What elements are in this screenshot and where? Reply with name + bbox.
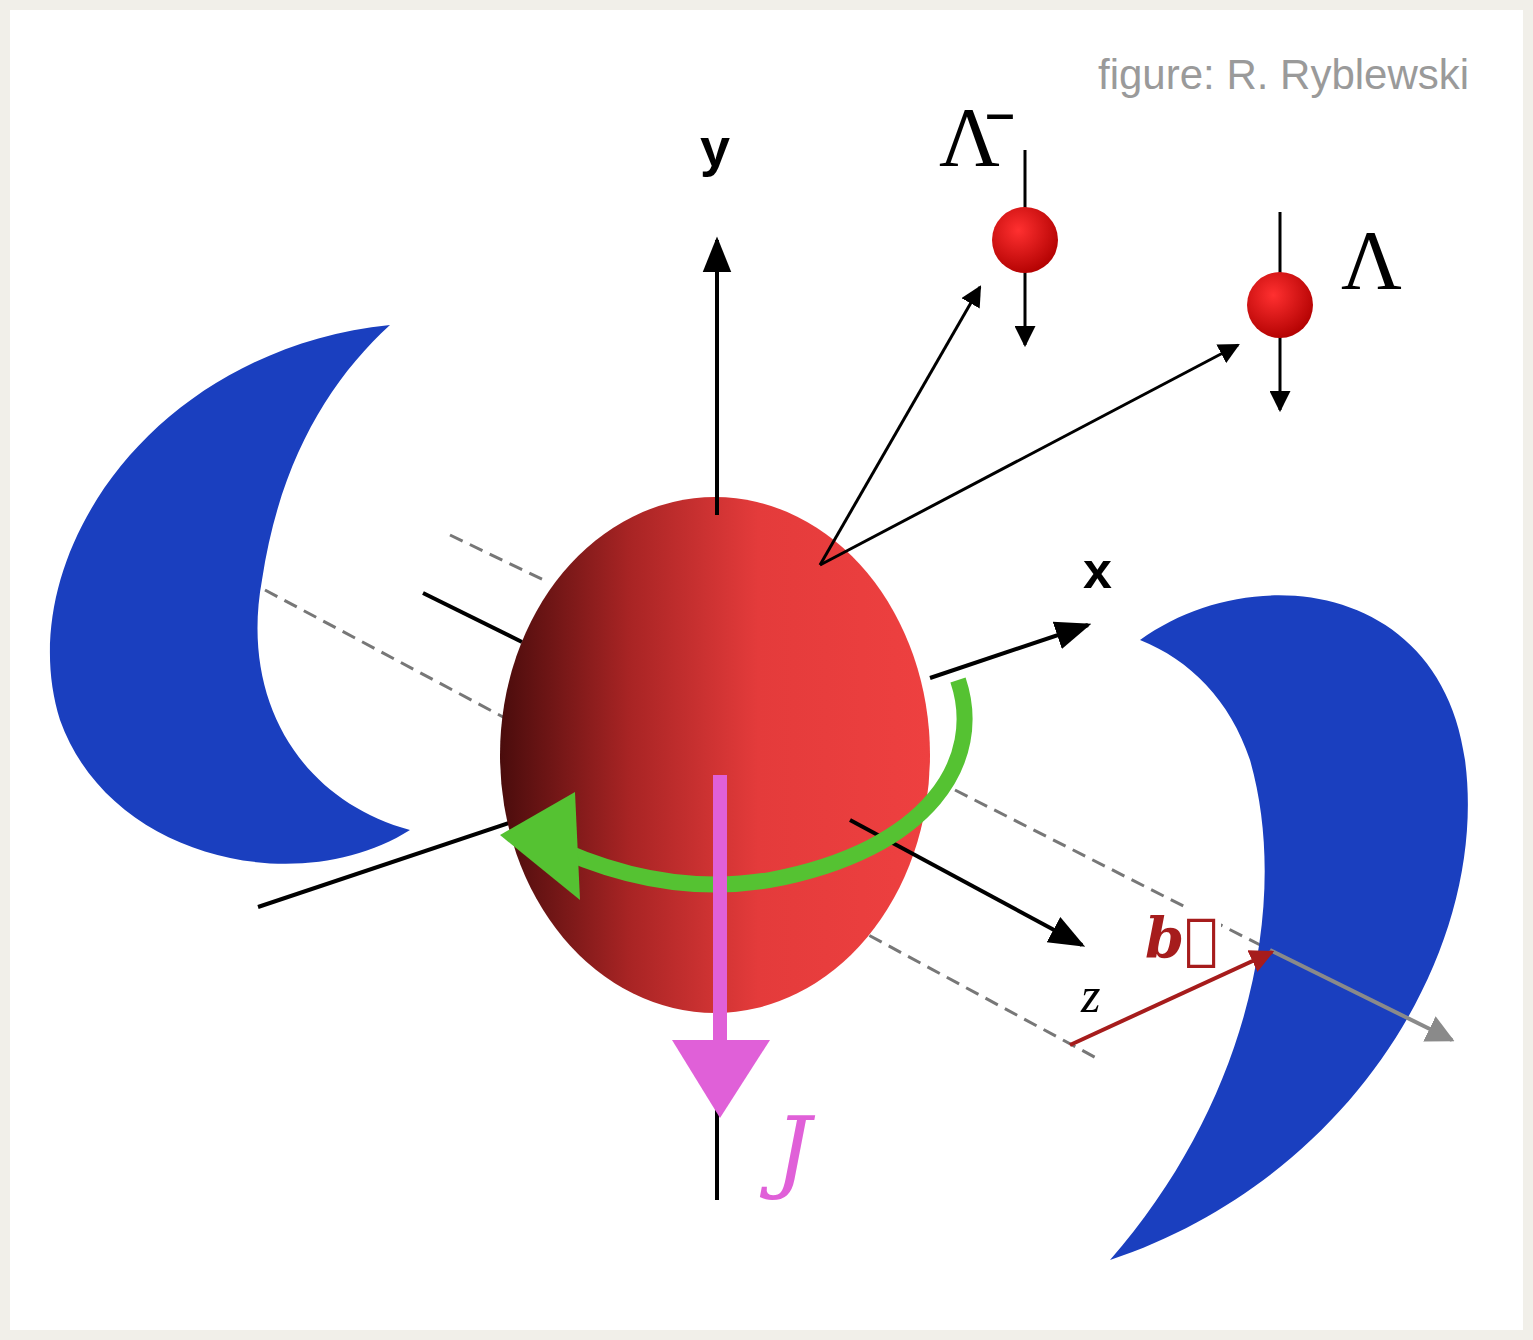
angular-momentum-label: J [772, 1100, 814, 1199]
lambda-particle [1247, 272, 1313, 338]
axis-label: z [1078, 968, 1103, 1023]
spin-arrows [1025, 150, 1280, 410]
axes [717, 240, 1088, 1200]
antilambda-particle [992, 207, 1058, 273]
angular-momentum-arrow [713, 775, 727, 1050]
spectator-crescent [1110, 595, 1468, 1260]
rotation-arrow [540, 680, 965, 884]
axis-label: y [697, 118, 733, 177]
particle-label: Λ [1338, 215, 1405, 307]
vector-label: b⃗ [1142, 908, 1221, 970]
rotation-arrowhead [500, 792, 580, 900]
credit-note: figure: R. Ryblewski [1095, 52, 1472, 98]
angular-momentum-arrowhead [672, 1040, 770, 1118]
beam-arrow [1270, 950, 1452, 1040]
spectator-crescent [50, 325, 410, 864]
emission-lines [820, 287, 1238, 565]
particle-label: Λ̄ [936, 92, 1003, 184]
axis-label: x [1080, 542, 1115, 599]
